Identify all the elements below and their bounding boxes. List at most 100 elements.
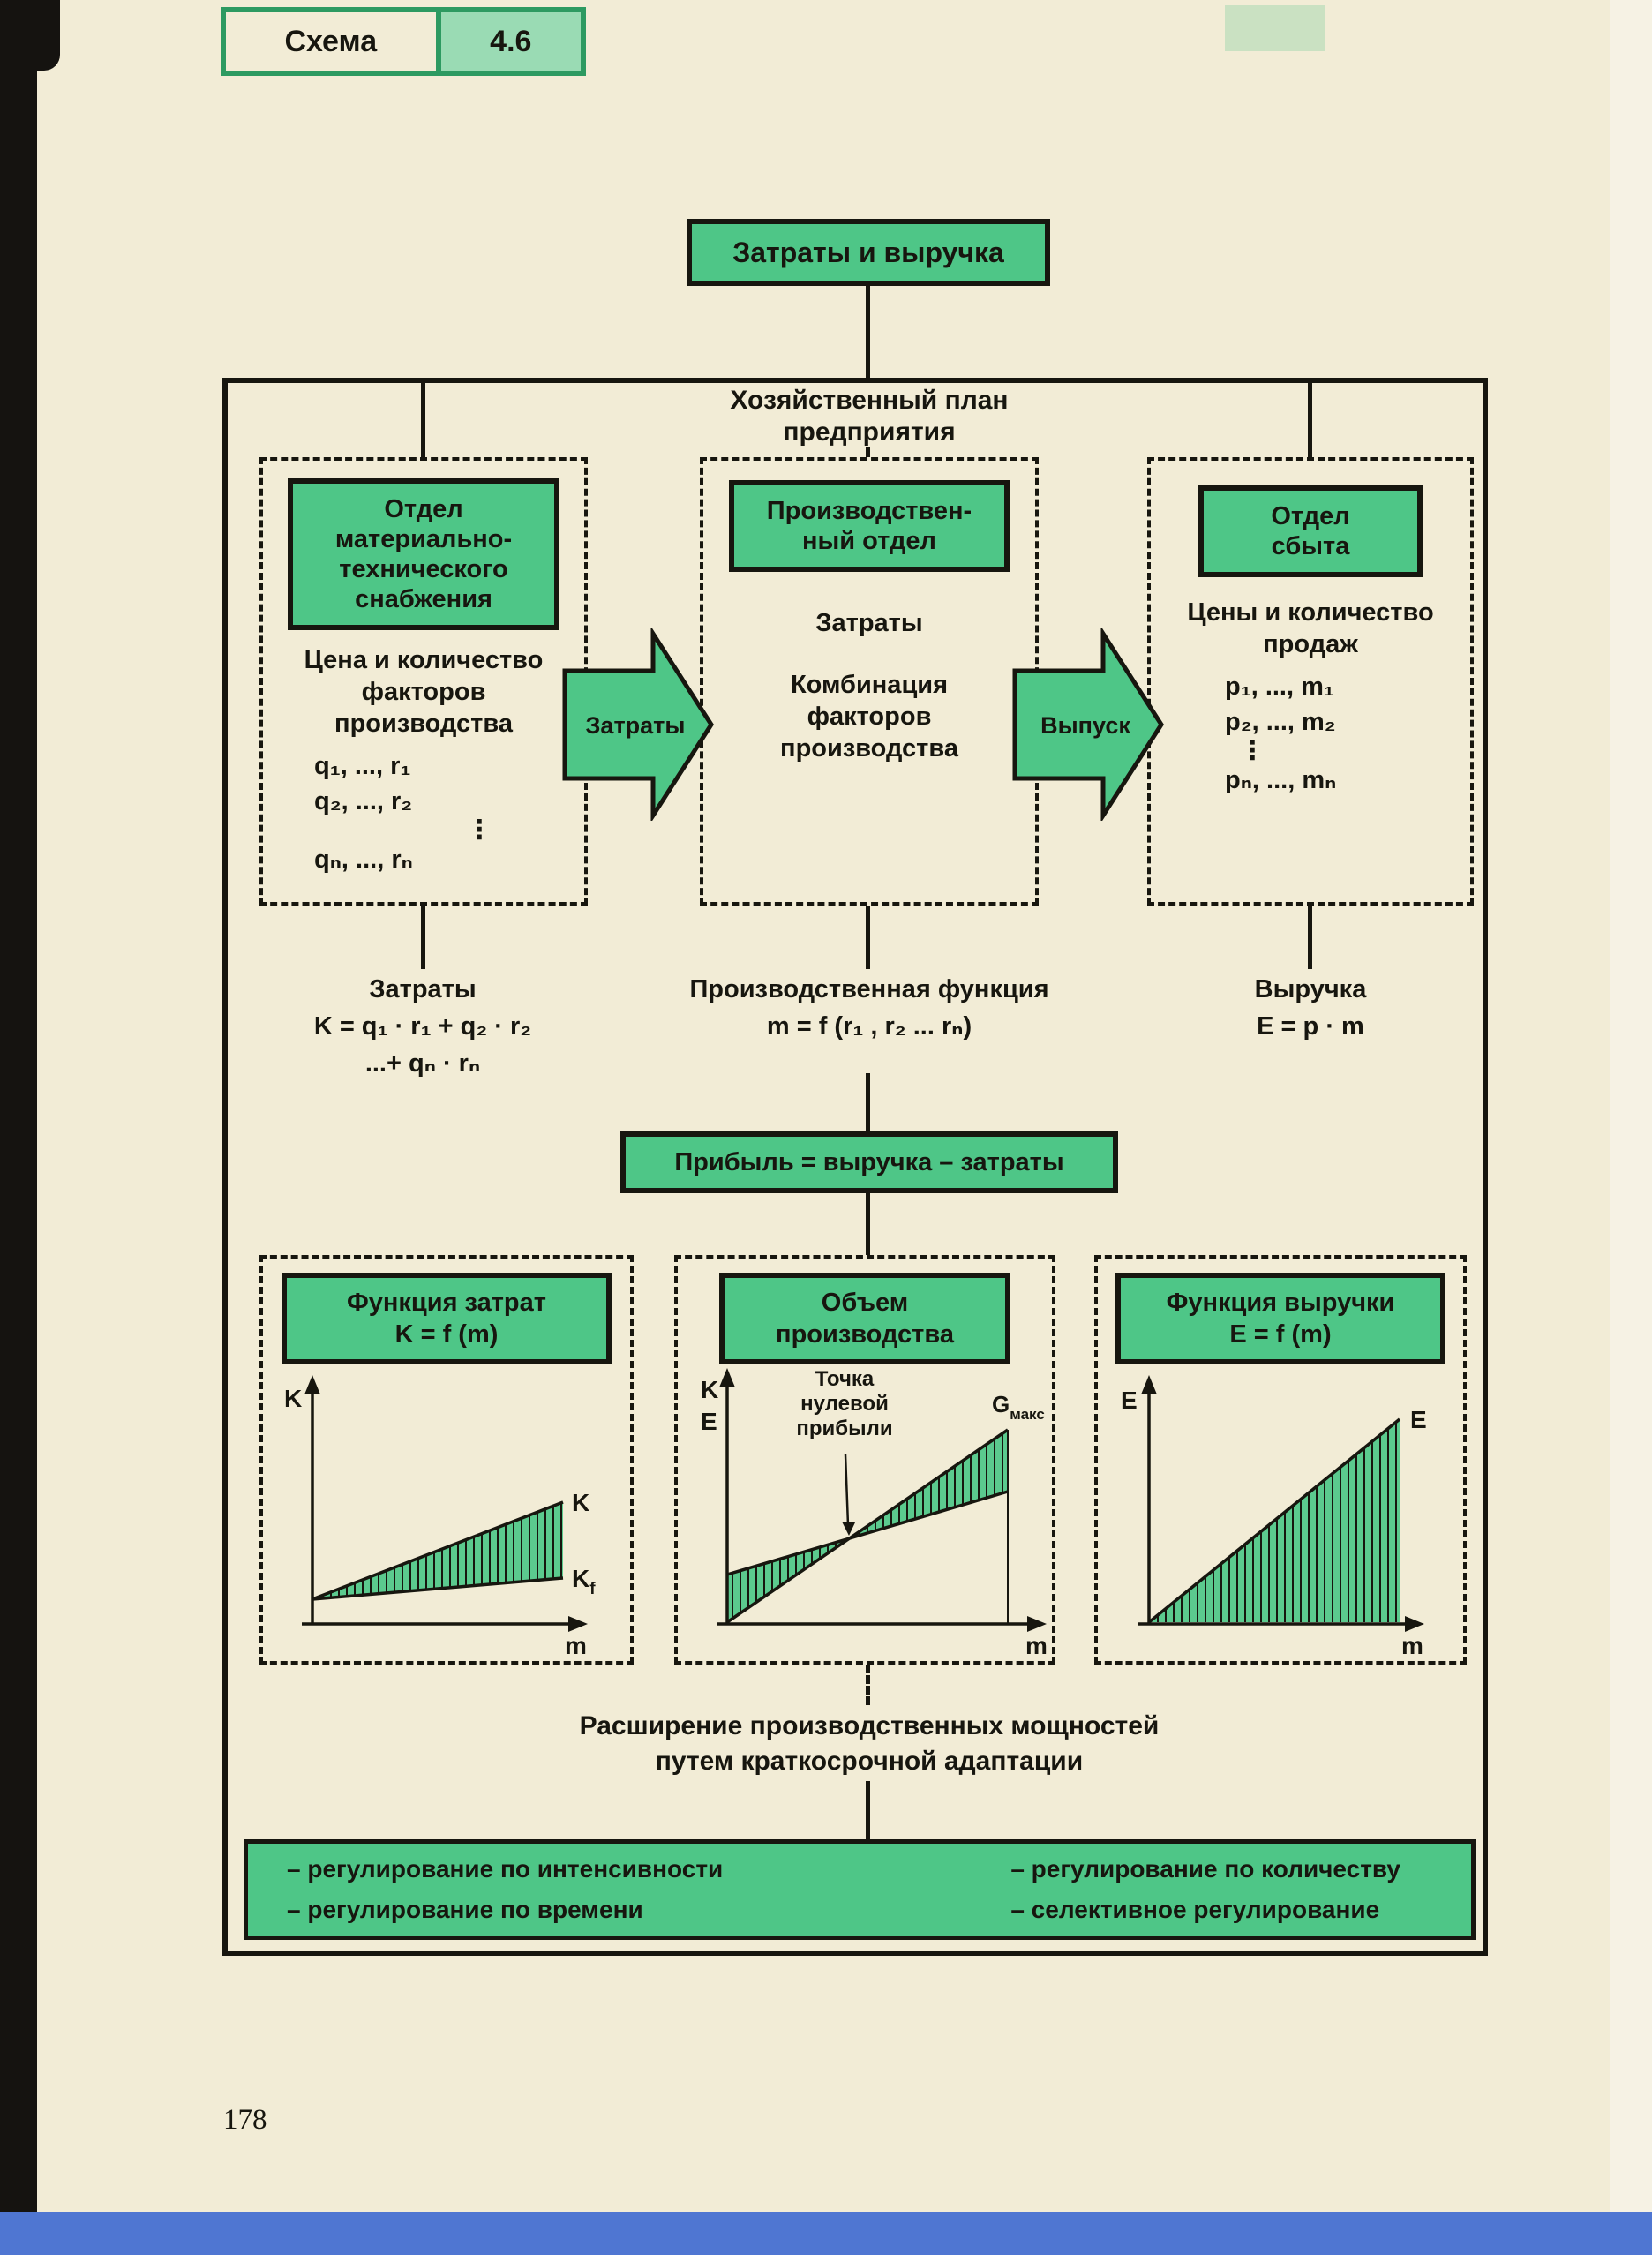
corner-blotch [37, 0, 60, 71]
revenue-line [726, 1428, 1009, 1624]
cost-chart-box: Функция затрат K = f (m) K K Kf m [259, 1255, 634, 1665]
revenue-chart-box: Функция выручки E = f (m) E E m [1094, 1255, 1467, 1665]
y-axis-label: K [284, 1385, 302, 1412]
cost-chart-title: Функция затрат K = f (m) [282, 1273, 612, 1364]
production-dept-box: Производствен- ный отдел Затраты Комбина… [700, 457, 1039, 906]
y-axis-label: E [1121, 1387, 1138, 1414]
arrow-label: Затраты [586, 712, 686, 739]
diagram-frame [222, 378, 1488, 1956]
sales-dept-body: Цены и количество продаж [1187, 598, 1434, 658]
scheme-number: 4.6 [435, 12, 581, 71]
production-function: Производственная функция m = f (r₁ , r₂ … [649, 971, 1090, 1045]
regulation-box: – регулирование по интенсивности – регул… [244, 1839, 1476, 1940]
connector-line [866, 1193, 870, 1255]
regulation-item: – регулирование по количеству [1010, 1855, 1400, 1883]
left-scan-edge [0, 0, 37, 2255]
y-axis-label-2: E [701, 1408, 717, 1435]
connector-line [866, 284, 870, 380]
regulation-item: – регулирование по времени [287, 1896, 643, 1923]
sales-dept-rows: p₁, ..., m₁ p₂, ..., m₂ ⋮ pₙ, ..., mₙ [1225, 669, 1470, 798]
formula-row: qₙ, ..., rₙ [314, 846, 413, 874]
revenue-formula-label: Выручка [1254, 975, 1367, 1003]
breakeven-annotation-2: нулевой [800, 1392, 889, 1416]
arrow-label: Выпуск [1040, 712, 1130, 739]
formula-row: p₁, ..., m₁ [1225, 673, 1334, 701]
annotation-arrowhead [842, 1522, 855, 1536]
revenue-line [1147, 1417, 1401, 1624]
expansion-note: Расширение производственных мощностей пу… [579, 1711, 1160, 1776]
annotation-arrow [844, 1454, 850, 1526]
connector-line [1308, 906, 1312, 969]
x-axis-label: m [565, 1632, 587, 1659]
x-axis-arrowhead [568, 1616, 588, 1632]
scheme-label: Схема [284, 24, 378, 58]
regulation-right-column: – регулирование по количеству – селектив… [1010, 1849, 1400, 1930]
breakeven-chart: K E Точка нулевой прибыли Gмакс m [701, 1367, 1048, 1659]
ellipsis-row: ⋮ [1239, 736, 1265, 765]
connector-line [866, 447, 870, 457]
diagram-title-box: Затраты и выручка [687, 219, 1050, 286]
supply-dept-box: Отдел материально- технического снабжени… [259, 457, 588, 906]
print-bleed [1225, 5, 1325, 51]
cost-chart: K K Kf m [284, 1375, 596, 1659]
revenue-chart-title: Функция выручки E = f (m) [1115, 1273, 1446, 1364]
output-arrow: Выпуск [1012, 628, 1164, 821]
regulation-item: – регулирование по интенсивности [287, 1855, 724, 1883]
connector-line [866, 1781, 870, 1839]
production-dept-line1: Затраты [815, 609, 923, 637]
x-axis-label: m [1025, 1632, 1048, 1659]
profit-box: Прибыль = выручка – затраты [620, 1131, 1118, 1193]
formula-row: p₂, ..., m₂ [1225, 708, 1336, 736]
plan-label: Хозяйственный план предприятия [730, 386, 1009, 447]
y-axis-arrowhead [719, 1368, 735, 1387]
y-axis-label-1: K [701, 1376, 718, 1403]
connector-line [421, 906, 425, 969]
total-cost-label: K [572, 1489, 589, 1516]
supply-dept-body: Цена и количество факторов производства [304, 646, 544, 738]
x-axis-arrowhead [1027, 1616, 1047, 1632]
arrow-shape [562, 628, 714, 821]
x-axis-arrowhead [1405, 1616, 1424, 1632]
costs-formula-line2: ...+ qₙ · rₙ [364, 1049, 481, 1078]
ellipsis-row: ⋮ [466, 816, 492, 845]
regulation-item: – селективное регулирование [1010, 1896, 1380, 1923]
production-function-line1: m = f (r₁ , r₂ ... rₙ) [766, 1012, 972, 1041]
production-function-label: Производственная функция [689, 975, 1049, 1003]
breakeven-annotation-1: Точка [815, 1367, 875, 1391]
supply-dept-title: Отдел материально- технического снабжени… [288, 478, 559, 630]
costs-arrow: Затраты [562, 628, 714, 821]
bottom-scan-edge [0, 2212, 1652, 2255]
fixed-cost-line [312, 1576, 564, 1601]
formula-row: q₂, ..., r₂ [314, 787, 413, 816]
total-cost-line [312, 1500, 564, 1601]
sales-dept-box: Отдел сбыта Цены и количество продаж p₁,… [1147, 457, 1474, 906]
sales-dept-title: Отдел сбыта [1198, 485, 1423, 577]
costs-formula-label: Затраты [369, 975, 477, 1003]
revenue-line-label: E [1410, 1406, 1427, 1433]
y-axis-arrowhead [1141, 1375, 1157, 1394]
breakeven-annotation-3: прибыли [796, 1417, 892, 1440]
fixed-cost-sub: f [589, 1580, 596, 1598]
y-axis-arrowhead [304, 1375, 320, 1394]
costs-formula-line1: K = q₁ · r₁ + q₂ · r₂ [313, 1012, 532, 1041]
connector-line-dashed [866, 1665, 870, 1705]
supply-dept-rows: q₁, ..., r₁ q₂, ..., r₂ ⋮ qₙ, ..., rₙ [314, 748, 584, 877]
arrow-shape [1012, 628, 1164, 821]
formula-row: q₁, ..., r₁ [314, 752, 411, 780]
max-output-base: G [992, 1391, 1010, 1417]
connector-line [1308, 381, 1312, 457]
regulation-left-column: – регулирование по интенсивности – регул… [287, 1849, 723, 1930]
cost-line [726, 1490, 1009, 1576]
revenue-chart: E E m [1121, 1375, 1427, 1659]
page-number: 178 [223, 2104, 267, 2136]
costs-formula: Затраты K = q₁ · r₁ + q₂ · r₂ ...+ qₙ · … [251, 971, 595, 1082]
production-dept-title: Производствен- ный отдел [729, 480, 1010, 572]
connector-line [866, 1073, 870, 1131]
max-output-sub: макс [1010, 1406, 1045, 1423]
connector-line [866, 906, 870, 969]
scheme-header-box: Схема 4.6 [221, 7, 586, 76]
x-axis-label: m [1401, 1632, 1423, 1659]
connector-line [421, 381, 425, 457]
right-scan-edge [1610, 0, 1652, 2255]
